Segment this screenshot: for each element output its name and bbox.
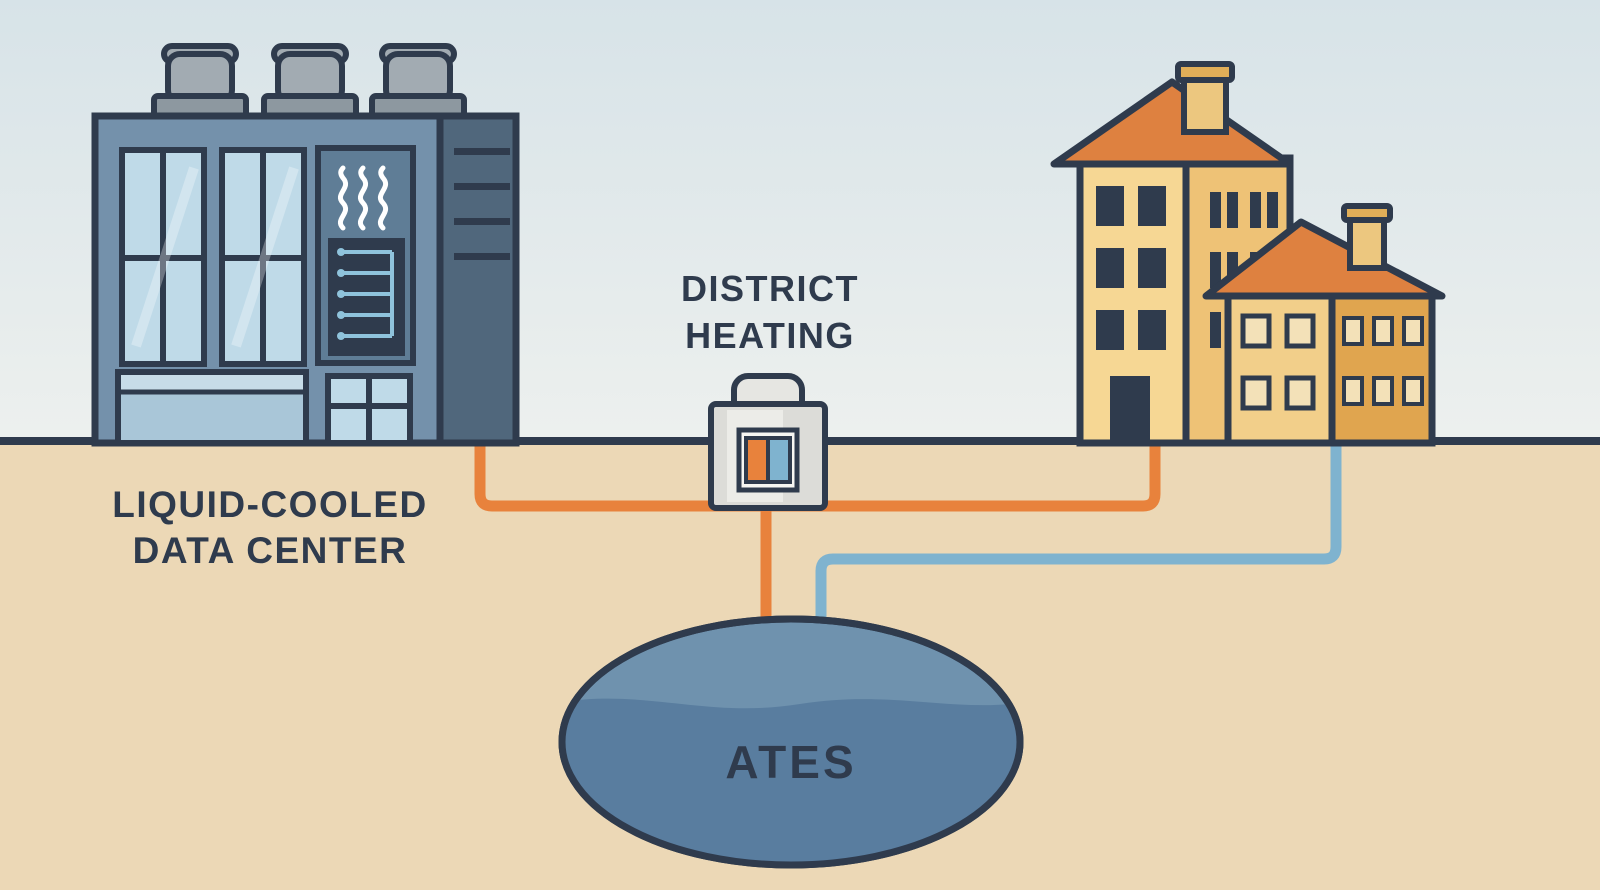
cool-pipe-ates-to-houses xyxy=(815,440,1342,650)
datacenter-dark-wing xyxy=(436,112,520,447)
server-rack-icon xyxy=(328,238,405,356)
big-house-door xyxy=(1110,376,1150,443)
small-house-front-windows xyxy=(1240,313,1316,411)
diagram-labels: LIQUID-COOLED DATA CENTER DISTRICT HEATI… xyxy=(112,268,859,571)
big-house-roof xyxy=(1050,78,1294,168)
data-center-label-line2: DATA CENTER xyxy=(133,530,408,571)
ates-label: ATES xyxy=(725,736,856,788)
district-heating-substation xyxy=(708,373,828,511)
heat-waves-icon xyxy=(337,165,389,231)
big-house-front-windows xyxy=(1096,186,1166,350)
data-center-label-line1: LIQUID-COOLED xyxy=(112,484,427,525)
data-center-building xyxy=(91,43,520,447)
ates-outline xyxy=(558,615,1024,869)
big-house-chimney xyxy=(1175,61,1235,135)
roof-vent-2 xyxy=(261,43,359,121)
small-house-side-wall xyxy=(1328,288,1436,447)
district-heating-label-line1: DISTRICT xyxy=(681,268,859,309)
residential-buildings xyxy=(1050,61,1446,447)
roof-vent-3 xyxy=(369,43,467,121)
warm-side-indicator xyxy=(744,436,770,484)
entrance xyxy=(115,369,309,446)
ates-reservoir: ATES xyxy=(558,615,1024,869)
small-house-chimney xyxy=(1341,203,1393,271)
small-house-side-windows xyxy=(1342,316,1424,406)
cooling-panel xyxy=(315,145,416,366)
roof-vent-1 xyxy=(151,43,249,121)
roof-vents xyxy=(151,43,467,121)
wing-louvers xyxy=(454,148,510,260)
facade-window-left xyxy=(119,147,207,367)
lower-window xyxy=(325,373,413,446)
small-house xyxy=(1202,203,1446,447)
cool-side-indicator xyxy=(766,436,792,484)
ates-water-layer xyxy=(562,698,1020,865)
district-heating-label-line2: HEATING xyxy=(685,315,855,356)
facade-window-middle xyxy=(219,147,307,367)
